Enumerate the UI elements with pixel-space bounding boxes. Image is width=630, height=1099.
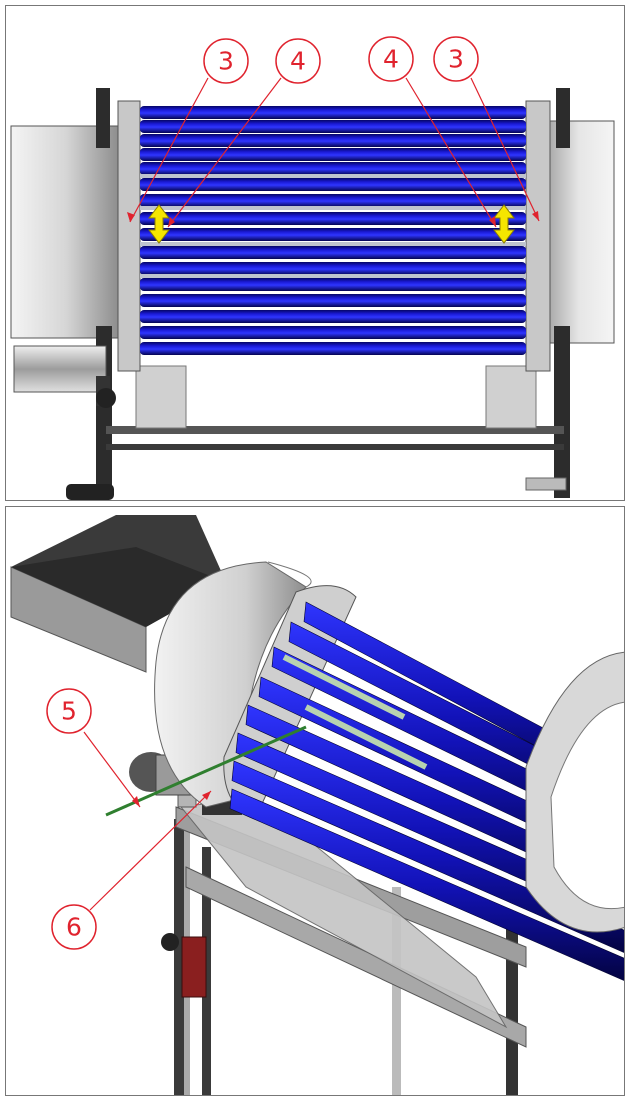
rear-drum: [154, 561, 312, 808]
callout-6: 6: [51, 790, 212, 950]
roller: [231, 760, 624, 953]
callout-label: 3: [218, 47, 234, 76]
roller: [140, 162, 526, 175]
roller: [140, 262, 526, 275]
feed-material-line: [105, 725, 307, 817]
front-view-drawing: 3 4 4 3: [10, 36, 615, 500]
left-drum-housing: [10, 125, 122, 339]
frame: [66, 88, 570, 500]
callout-3-right: 3: [433, 36, 540, 222]
roller: [229, 788, 624, 981]
roller: [140, 278, 526, 291]
roller: [140, 326, 526, 339]
adjustment-arrow-left: [147, 204, 171, 244]
roller-gap: [140, 274, 526, 278]
roller: [140, 120, 526, 133]
roller: [140, 178, 526, 191]
roller: [140, 342, 526, 355]
roller-gap: [282, 654, 406, 720]
callout-4-left: 4: [167, 38, 321, 228]
callout-5: 5: [46, 688, 141, 808]
callout-3-left: 3: [127, 38, 249, 223]
roller: [140, 212, 526, 225]
front-drum: [525, 651, 624, 933]
roller-gap: [140, 206, 526, 210]
roller: [140, 228, 526, 241]
adjustment-arrow-right: [492, 204, 516, 244]
right-drum-housing: [543, 120, 615, 344]
roller: [140, 106, 526, 119]
iso-frame: [161, 796, 527, 1095]
roller: [140, 134, 526, 147]
callout-label: 6: [66, 913, 82, 942]
callout-label: 5: [61, 697, 77, 726]
roller: [140, 246, 526, 259]
isometric-view-drawing: 5 6: [10, 515, 624, 1095]
motor-unit: [13, 345, 116, 408]
isometric-view-panel: 5 6: [5, 506, 625, 1096]
roller-gap: [140, 242, 526, 246]
roller: [140, 194, 526, 207]
feed-hopper: [10, 515, 226, 673]
callout-label: 4: [290, 47, 306, 76]
roller-gap: [140, 174, 526, 178]
roller-stack: [140, 106, 526, 355]
front-view-panel: 3 4 4 3: [5, 5, 625, 501]
roller: [140, 310, 526, 323]
callout-4-right: 4: [368, 36, 497, 228]
roller-gap: [304, 704, 428, 770]
roller: [140, 294, 526, 307]
callout-label: 4: [383, 45, 399, 74]
roller: [140, 148, 526, 161]
callout-label: 3: [448, 45, 464, 74]
